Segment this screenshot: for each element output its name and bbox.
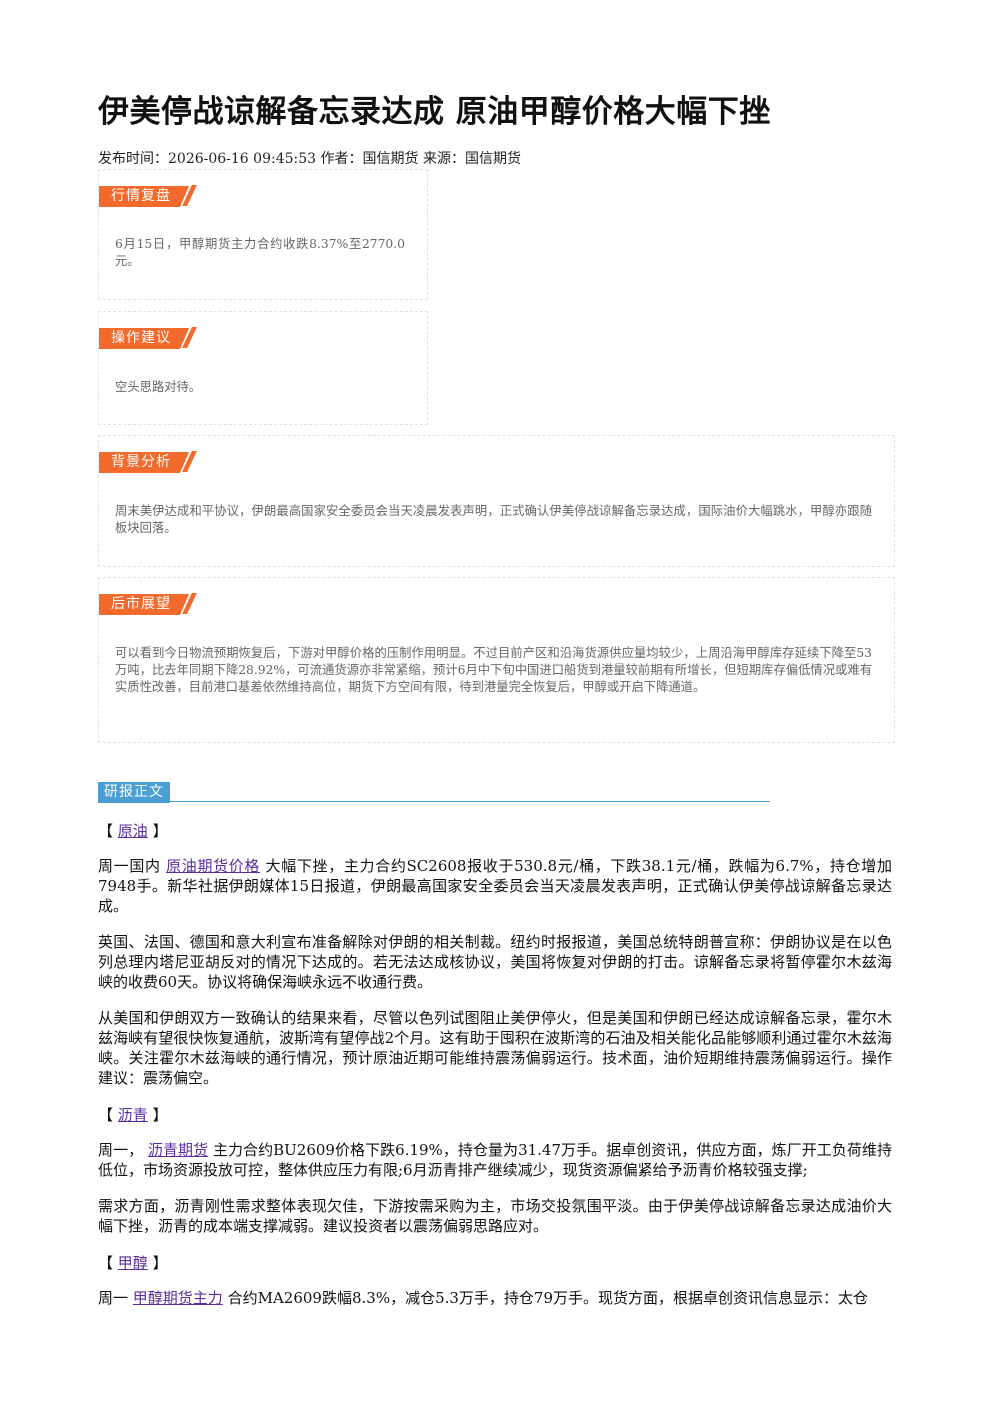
link-methanol[interactable]: 甲醇 bbox=[117, 1254, 148, 1272]
crude-paragraph-2: 英国、法国、德国和意大利宣布准备解除对伊朗的相关制裁。纽约时报报道，美国总统特朗… bbox=[98, 933, 892, 991]
summary-text: 空头思路对待。 bbox=[115, 380, 202, 394]
tag-label: 行情复盘 bbox=[99, 186, 189, 207]
text-segment: 周一 bbox=[98, 1289, 129, 1307]
summary-text: 可以看到今日物流预期恢复后，下游对甲醇价格的压制作用明显。不过目前产区和沿海货源… bbox=[115, 646, 872, 694]
text-segment: 周一国内 bbox=[98, 857, 161, 875]
section-divider bbox=[98, 801, 770, 802]
summary-text: 周末美伊达成和平协议，伊朗最高国家安全委员会当天凌晨发表声明，正式确认伊美停战谅… bbox=[115, 504, 872, 535]
text-segment: 合约MA2609跌幅8.3%，减仓5.3万手，持仓79万手。现货方面，根据卓创资… bbox=[227, 1289, 869, 1307]
tag-label: 操作建议 bbox=[99, 328, 189, 349]
section-label-report-body: 研报正文 bbox=[98, 782, 170, 803]
summary-box-market-review: 行情复盘 6月15日，甲醇期货主力合约收跌8.37%至2770.0元。 bbox=[98, 169, 428, 300]
methanol-paragraph-1: 周一 甲醇期货主力 合约MA2609跌幅8.3%，减仓5.3万手，持仓79万手。… bbox=[98, 1288, 892, 1308]
summary-text: 6月15日，甲醇期货主力合约收跌8.37%至2770.0元。 bbox=[115, 237, 405, 268]
link-crude-oil[interactable]: 原油 bbox=[117, 822, 148, 840]
summary-box-background: 背景分析 周末美伊达成和平协议，伊朗最高国家安全委员会当天凌晨发表声明，正式确认… bbox=[98, 435, 895, 567]
tag-outlook: 后市展望 bbox=[99, 593, 197, 615]
bracket-open: 【 bbox=[98, 1254, 114, 1272]
tag-operation-advice: 操作建议 bbox=[99, 327, 197, 349]
bracket-close: 】 bbox=[152, 1254, 168, 1272]
heading-asphalt: 【 沥青 】 bbox=[98, 1104, 168, 1125]
tag-label: 后市展望 bbox=[99, 594, 189, 615]
bracket-open: 【 bbox=[98, 1106, 114, 1124]
asphalt-paragraph-2: 需求方面，沥青刚性需求整体表现欠佳，下游按需采购为主，市场交投氛围平淡。由于伊美… bbox=[98, 1197, 892, 1235]
crude-paragraph-3: 从美国和伊朗双方一致确认的结果来看，尽管以色列试图阻止美伊停火，但是美国和伊朗已… bbox=[98, 1009, 892, 1087]
tag-background: 背景分析 bbox=[99, 451, 197, 473]
link-asphalt[interactable]: 沥青 bbox=[117, 1106, 148, 1124]
heading-methanol: 【 甲醇 】 bbox=[98, 1252, 168, 1273]
heading-crude-oil: 【 原油 】 bbox=[98, 820, 168, 841]
article-meta: 发布时间：2026-06-16 09:45:53 作者：国信期货 来源：国信期货 bbox=[98, 151, 521, 167]
link-crude-oil-futures-price[interactable]: 原油期货价格 bbox=[166, 857, 261, 875]
link-methanol-futures-main[interactable]: 甲醇期货主力 bbox=[132, 1289, 223, 1307]
link-asphalt-futures[interactable]: 沥青期货 bbox=[147, 1141, 209, 1159]
bracket-close: 】 bbox=[152, 1106, 168, 1124]
article-title: 伊美停战谅解备忘录达成 原油甲醇价格大幅下挫 bbox=[98, 94, 771, 130]
text-segment: 周一， bbox=[98, 1141, 144, 1159]
asphalt-paragraph-1: 周一， 沥青期货 主力合约BU2609价格下跌6.19%，持仓量为31.47万手… bbox=[98, 1140, 892, 1180]
text-segment: 主力合约BU2609价格下跌6.19%，持仓量为31.47万手。据卓创资讯，供应… bbox=[98, 1141, 892, 1179]
bracket-close: 】 bbox=[152, 822, 168, 840]
text-segment: 大幅下挫，主力合约SC2608报收于530.8元/桶，下跌38.1元/桶，跌幅为… bbox=[98, 857, 892, 915]
tag-label: 背景分析 bbox=[99, 452, 189, 473]
bracket-open: 【 bbox=[98, 822, 114, 840]
summary-box-operation-advice: 操作建议 空头思路对待。 bbox=[98, 311, 428, 425]
crude-paragraph-1: 周一国内 原油期货价格 大幅下挫，主力合约SC2608报收于530.8元/桶，下… bbox=[98, 856, 892, 916]
tag-market-review: 行情复盘 bbox=[99, 185, 197, 207]
summary-box-outlook: 后市展望 可以看到今日物流预期恢复后，下游对甲醇价格的压制作用明显。不过目前产区… bbox=[98, 577, 895, 743]
